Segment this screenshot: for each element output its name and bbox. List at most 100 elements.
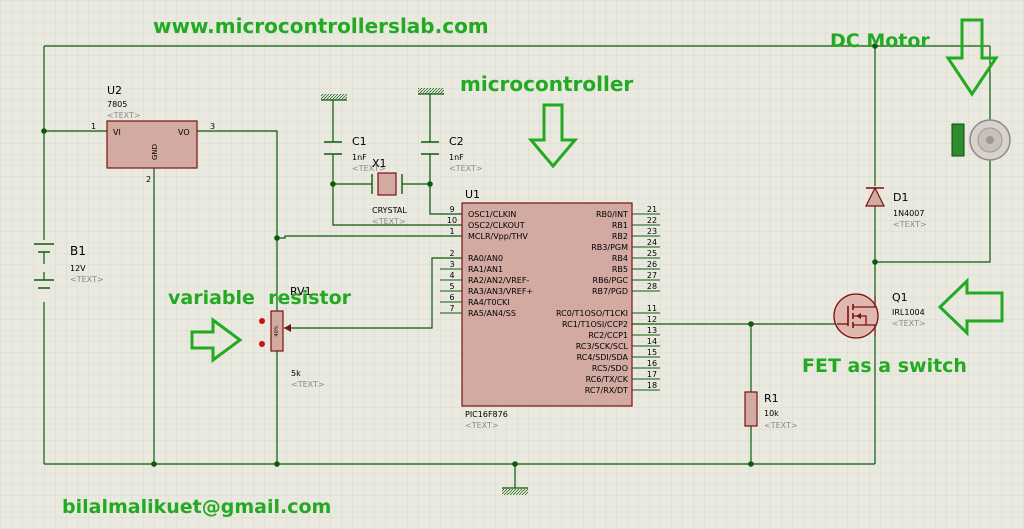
u1-pin-number: 12 [647,315,657,324]
crystal-x1 [371,172,403,196]
u1-pin-name: RC3/SCK/SCL [576,342,629,351]
capacitor-c1 [324,141,342,155]
u2-pin-vi: VI [113,128,121,137]
c2-ref: C2 [449,135,464,148]
dc-motor-icon [951,119,1011,161]
u1-pin-name: RC6/TX/CK [586,375,629,384]
rv1-wiper: 40% [274,325,280,336]
u1-pin-number: 27 [647,271,657,280]
microcontroller-u1 [461,202,633,407]
q1-text: <TEXT> [892,319,926,328]
u1-pin-number: 2 [449,249,454,258]
b1-value: 12V [70,264,86,273]
c2-value: 1nF [449,153,464,162]
u1-pin-number: 15 [647,348,657,357]
u2-pin2-num: 2 [146,175,151,184]
u1-pin-number: 18 [647,381,657,390]
dc-motor-annotation: DC Motor [830,30,930,52]
u1-pin-number: 17 [647,370,657,379]
microcontroller-annotation: microcontroller [460,72,633,96]
diode-d1 [865,186,885,207]
u1-pin-name: RA0/AN0 [468,254,503,263]
u1-pin-number: 11 [647,304,657,313]
b1-ref: B1 [70,244,86,258]
c1-text: <TEXT> [352,164,386,173]
u1-pin-number: 16 [647,359,657,368]
website-annotation: www.microcontrollerslab.com [153,14,489,38]
resistor-r1 [744,391,758,427]
u1-pin-number: 25 [647,249,657,258]
b1-text: <TEXT> [70,275,104,284]
u1-pin-name: RB5 [612,265,628,274]
rv1-ref: RV1 [290,285,312,298]
u2-text: <TEXT> [107,111,141,120]
email-annotation: bilalmalikuet@gmail.com [62,496,331,518]
c2-text: <TEXT> [449,164,483,173]
u1-pin-name: RB2 [612,232,628,241]
u1-pin-number: 3 [449,260,454,269]
x1-text: <TEXT> [372,217,406,226]
u1-pin-name: RB0/INT [596,210,628,219]
r1-text: <TEXT> [764,421,798,430]
u1-pin-name: RA5/AN4/SS [468,309,516,318]
u1-pin-name: RA2/AN2/VREF- [468,276,529,285]
mosfet-q1 [833,293,879,339]
u2-pin-gnd: GND [151,144,159,160]
u2-pin1-num: 1 [91,122,96,131]
u2-ref: U2 [107,84,122,97]
rv1-text: <TEXT> [291,380,325,389]
arrow-down-microcontroller-icon [527,103,579,169]
u1-pin-name: RC0/T1OSO/T1CKI [556,309,628,318]
q1-value: IRL1004 [892,308,925,317]
u1-pin-number: 21 [647,205,657,214]
arrow-right-resistor-icon [190,317,243,363]
variable-resistor-annotation: variable resistor [168,287,352,309]
x1-value: CRYSTAL [372,206,407,215]
u1-pin-name: RB7/PGD [592,287,628,296]
arrow-down-motor-icon [945,18,999,97]
ground-symbol-c2 [418,88,444,97]
u1-pin-name: RB3/PGM [591,243,628,252]
u1-pin-number: 24 [647,238,657,247]
u1-pin-number: 23 [647,227,657,236]
r1-value: 10k [764,409,779,418]
rv1-down-button[interactable] [259,341,265,347]
u1-pin-number: 22 [647,216,657,225]
ground-symbol-c1 [321,94,347,103]
u1-pin-number: 10 [447,216,457,225]
fet-switch-annotation: FET as a switch [802,355,967,377]
r1-ref: R1 [764,392,779,405]
u1-pin-name: RB1 [612,221,628,230]
c1-value: 1nF [352,153,367,162]
wires [43,45,991,488]
rv1-value: 5k [291,369,301,378]
u1-pin-number: 13 [647,326,657,335]
d1-value: 1N4007 [893,209,924,218]
u1-text: <TEXT> [465,421,499,430]
u1-pin-name: RB6/PGC [593,276,629,285]
u1-pin-name: RC5/SDO [592,364,628,373]
u1-pin-number: 14 [647,337,657,346]
u1-pin-name: MCLR/Vpp/THV [468,232,528,241]
u1-pin-name: RB4 [612,254,628,263]
u1-pin-name: RA1/AN1 [468,265,503,274]
c1-ref: C1 [352,135,367,148]
ground-symbol-main [502,487,528,495]
u1-value: PIC16F876 [465,410,508,419]
u1-pin-number: 1 [449,227,454,236]
rv1-up-button[interactable] [259,318,265,324]
u1-pin-number: 26 [647,260,657,269]
u1-pin-number: 7 [449,304,454,313]
x1-ref: X1 [372,157,387,170]
u1-pin-number: 6 [449,293,454,302]
battery-b1 [34,240,54,302]
u1-pin-name: RA3/AN3/VREF+ [468,287,533,296]
junctions [41,43,878,467]
q1-ref: Q1 [892,291,908,304]
potentiometer-rv1: 40% [259,310,291,352]
u1-pin-number: 9 [449,205,454,214]
u1-pin-name: RA4/T0CKI [468,298,510,307]
